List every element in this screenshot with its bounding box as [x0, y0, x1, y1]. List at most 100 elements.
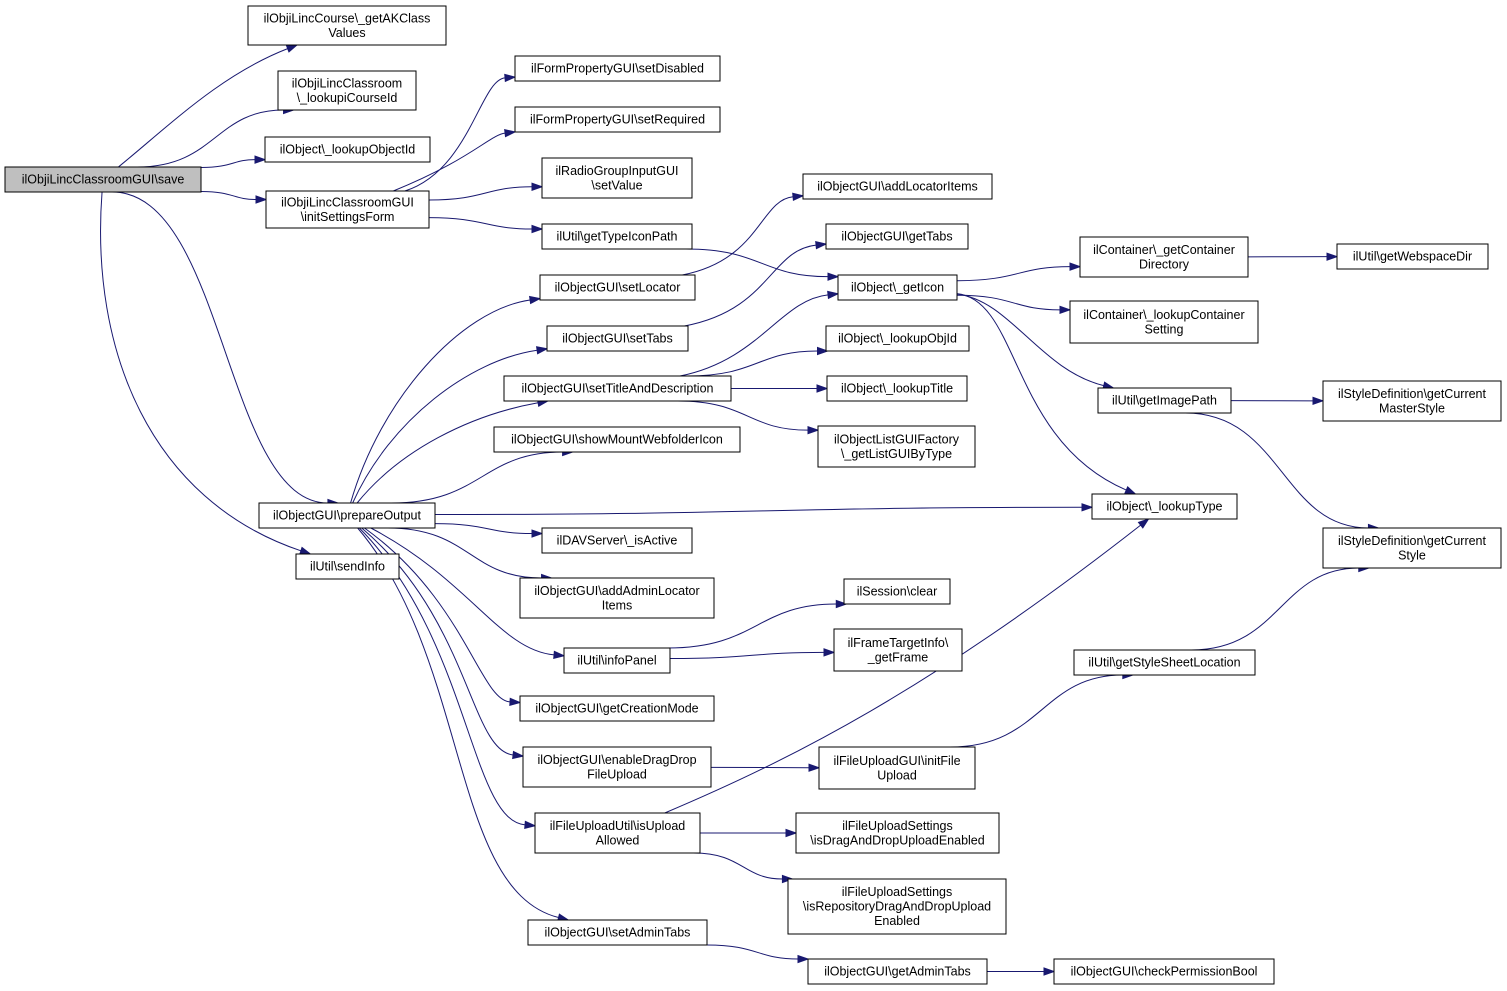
node-frameTarget[interactable]: ilFrameTargetInfo\_getFrame [833, 628, 963, 672]
edge-line [956, 294, 1061, 311]
node-label: ilObject\_lookupType [1106, 500, 1222, 514]
arrowhead [1081, 503, 1094, 512]
node-box [843, 578, 951, 605]
node-save[interactable]: ilObjiLincClassroomGUI\save [4, 166, 202, 193]
node-label: ilFormPropertyGUI\setRequired [530, 113, 705, 127]
arrowhead [504, 73, 517, 83]
edge-setTitleAndDesc-to-listGUIFactory [677, 400, 820, 435]
node-box [802, 173, 993, 200]
edge-getTypeIconPath-to-getIcon [685, 248, 840, 281]
node-initSettings[interactable]: ilObjiLincClassroomGUI\initSettingsForm [265, 190, 430, 229]
node-addLocatorItems[interactable]: ilObjectGUI\addLocatorItems [802, 173, 993, 200]
node-getCreationMode[interactable]: ilObjectGUI\getCreationMode [519, 695, 715, 722]
edge-initSettings-to-setValue [428, 182, 544, 201]
node-label: ilObjectGUI\setTitleAndDescription [522, 382, 714, 396]
node-prepareOutput[interactable]: ilObjectGUI\prepareOutput [258, 502, 436, 529]
edge-save-to-sendInfo [100, 191, 312, 555]
node-label: \initSettingsForm [301, 210, 395, 224]
node-getIcon[interactable]: ilObject\_getIcon [837, 274, 958, 301]
node-box [503, 375, 732, 402]
node-label: ilObject\_lookupObjectId [280, 143, 416, 157]
arrowhead [299, 546, 312, 555]
node-label: ilSession\clear [857, 585, 938, 599]
arrowhead [827, 290, 840, 300]
edge-save-to-prepareOutput [112, 191, 340, 508]
node-label: ilObjectGUI\setLocator [555, 281, 681, 295]
edge-prepareOutput-to-showMount [391, 447, 575, 504]
node-box [826, 375, 968, 402]
node-label: ilObjectGUI\getTabs [841, 230, 952, 244]
edge-save-to-lookupObjectId [200, 155, 267, 168]
node-listGUIFactory[interactable]: ilObjectListGUIFactory\_getListGUIByType [817, 425, 976, 468]
edges-layer [100, 44, 1380, 976]
edge-setAdminTabs-to-getAdminTabs [706, 944, 810, 964]
node-label: ilObjectGUI\getCreationMode [535, 702, 698, 716]
arrowhead [785, 828, 798, 838]
node-label: Items [602, 598, 633, 612]
edge-initSettings-to-setRequired [393, 129, 517, 192]
edge-line [428, 186, 533, 201]
node-lookupObjectId[interactable]: ilObject\_lookupObjectId [264, 136, 431, 163]
edge-line [200, 191, 257, 200]
node-box [519, 577, 715, 619]
node-setAdminTabs[interactable]: ilObjectGUI\setAdminTabs [527, 919, 708, 946]
node-label: ilObject\_lookupObjId [838, 332, 957, 346]
edge-isUploadAllowed-to-isDragDropEnabled [699, 828, 798, 838]
node-box [295, 553, 400, 580]
node-box [1069, 300, 1259, 344]
node-label: Directory [1139, 257, 1190, 271]
node-box [539, 274, 696, 301]
node-setRequired[interactable]: ilFormPropertyGUI\setRequired [514, 106, 721, 133]
node-setLocator[interactable]: ilObjectGUI\setLocator [539, 274, 696, 301]
node-lookupObjId[interactable]: ilObject\_lookupObjId [825, 325, 970, 352]
arrowhead [509, 697, 522, 707]
node-davActive[interactable]: ilDAVServer\_isActive [541, 527, 693, 554]
edge-line [404, 77, 506, 192]
node-lookupiCourse[interactable]: ilObjiLincClassroom\_lookupiCourseId [277, 70, 417, 111]
node-setValue[interactable]: ilRadioGroupInputGUI\setValue [541, 157, 693, 199]
edge-line [1191, 567, 1359, 651]
node-sendInfo[interactable]: ilUtil\sendInfo [295, 553, 400, 580]
node-isRepoDragDrop[interactable]: ilFileUploadSettings\isRepositoryDragAnd… [787, 878, 1007, 935]
node-box [817, 425, 976, 468]
node-getAdminTabs[interactable]: ilObjectGUI\getAdminTabs [807, 958, 988, 985]
node-setTabs[interactable]: ilObjectGUI\setTabs [546, 325, 689, 352]
node-label: ilContainer\_getContainer [1093, 243, 1235, 257]
node-box [795, 812, 1000, 854]
node-setDisabled[interactable]: ilFormPropertyGUI\setDisabled [514, 55, 721, 82]
node-getImagePath[interactable]: ilUtil\getImagePath [1097, 387, 1232, 414]
node-label: ilObjiLincClassroom [292, 76, 402, 90]
node-sessionClear[interactable]: ilSession\clear [843, 578, 951, 605]
node-label: ilObjectGUI\setAdminTabs [545, 926, 691, 940]
node-checkPermBool[interactable]: ilObjectGUI\checkPermissionBool [1053, 958, 1275, 985]
arrowhead [1326, 252, 1339, 261]
node-label: ilFileUploadUtil\isUpload [550, 819, 686, 833]
node-label: ilDAVServer\_isActive [557, 534, 678, 548]
node-getTypeIconPath[interactable]: ilUtil\getTypeIconPath [541, 223, 693, 250]
node-box [534, 812, 701, 854]
node-getStyleSheetLoc[interactable]: ilUtil\getStyleSheetLocation [1073, 649, 1256, 676]
node-showMount[interactable]: ilObjectGUI\showMountWebfolderIcon [493, 426, 741, 453]
edge-line [679, 294, 829, 377]
node-infoPanel[interactable]: ilUtil\infoPanel [563, 647, 671, 674]
node-isDragDropEnabled[interactable]: ilFileUploadSettings\isDragAndDropUpload… [795, 812, 1000, 854]
edge-getIcon-to-getContainerDir [956, 262, 1082, 282]
edge-line [1185, 412, 1369, 529]
node-getTabs[interactable]: ilObjectGUI\getTabs [825, 223, 969, 250]
node-lookupType[interactable]: ilObject\_lookupType [1091, 493, 1238, 520]
arrowhead [524, 820, 537, 829]
arrowhead [835, 599, 848, 609]
node-getWebspaceDir[interactable]: ilUtil\getWebspaceDir [1336, 243, 1489, 270]
node-lookupTitle[interactable]: ilObject\_lookupTitle [826, 375, 968, 402]
node-setTitleAndDesc[interactable]: ilObjectGUI\setTitleAndDescription [503, 375, 732, 402]
